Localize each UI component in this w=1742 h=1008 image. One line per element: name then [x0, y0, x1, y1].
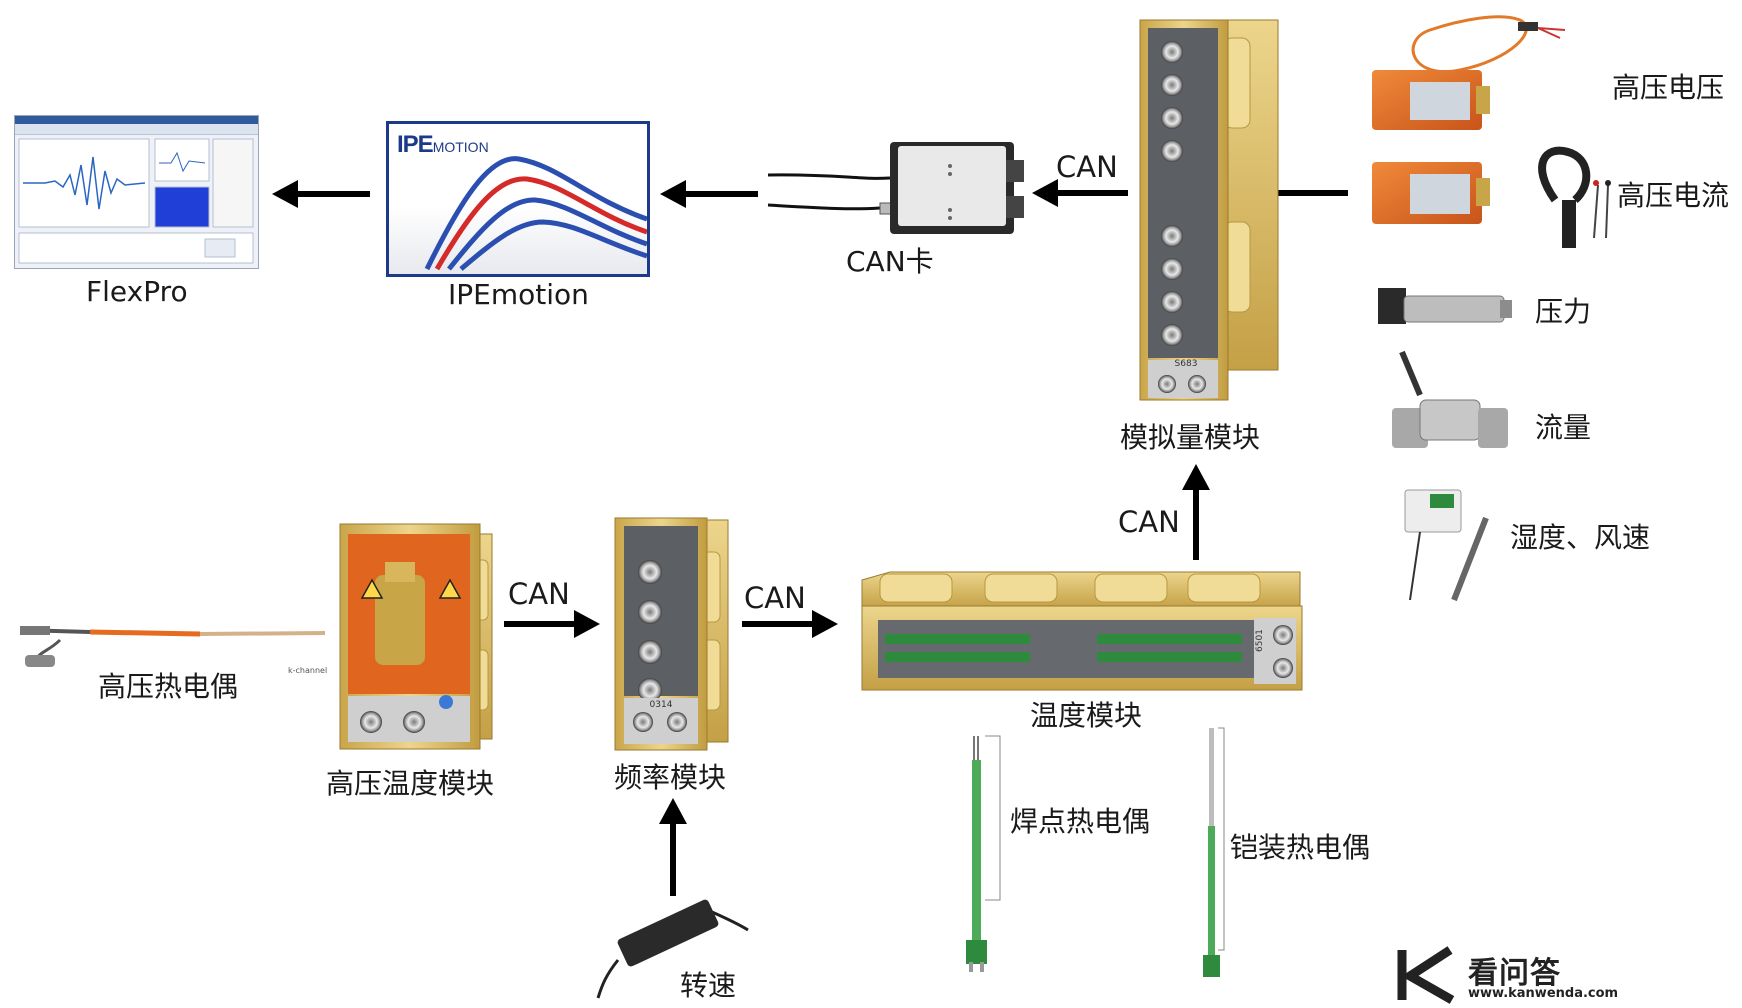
svg-text:k-channel: k-channel: [288, 666, 327, 675]
temperature-module-device: 6501: [861, 571, 1303, 691]
flexpro-waveform-preview: [18, 138, 254, 264]
ipemotion-logo-small: MOTION: [432, 139, 489, 155]
watermark-url: www.kanwenda.com: [1468, 986, 1619, 1001]
pressure-label: 压力: [1535, 295, 1592, 328]
arrow-speed-to-frequency: [659, 798, 687, 896]
arrow-frequency-to-temperature: [742, 610, 838, 638]
hv-voltage-label: 高压电压: [1612, 71, 1725, 104]
arrow-cancard-to-ipemotion: [660, 180, 758, 208]
watermark-logo: 看问答 www.kanwenda.com: [1394, 948, 1624, 1004]
pressure-sensor-device: [1378, 288, 1512, 324]
ipemotion-logo-curves: [424, 156, 647, 271]
frequency-code-label: 0314: [650, 700, 673, 710]
analog-code-label: S683: [1175, 359, 1198, 369]
speed-sensor-device: [596, 899, 749, 999]
humidity-wind-sensor-device: [1404, 489, 1489, 602]
speed-label: 转速: [680, 969, 737, 1002]
ipemotion-logo-big: IPE: [397, 131, 434, 158]
arrow-hvtemp-to-frequency: [504, 610, 600, 638]
can-card-label: CAN卡: [846, 245, 934, 278]
weld-thermocouple-label: 焊点热电偶: [1010, 805, 1151, 838]
armored-thermocouple-probe: [1203, 727, 1225, 977]
flexpro-screenshot: [14, 115, 259, 269]
analog-module-label: 模拟量模块: [1120, 421, 1261, 454]
watermark-logo-mark: [1397, 946, 1455, 1004]
frequency-module-label: 频率模块: [614, 761, 727, 794]
can-label-analog-to-card: CAN: [1056, 150, 1118, 184]
hv-current-label: 高压电流: [1617, 179, 1730, 212]
humidity-wind-label: 湿度、风速: [1510, 521, 1651, 554]
flow-sensor-device: [1392, 350, 1508, 448]
flow-label: 流量: [1535, 411, 1592, 444]
frequency-module-device: 0314: [614, 517, 729, 751]
ipemotion-label: IPEmotion: [448, 278, 589, 311]
weld-thermocouple-probe: [966, 735, 1001, 972]
hv-current-probe-device: [1372, 146, 1611, 248]
hv-voltage-probe-device: [1372, 15, 1566, 130]
watermark-name: 看问答: [1468, 956, 1561, 991]
arrow-temperature-to-analog: [1182, 464, 1210, 560]
hv-temperature-module-device: [339, 523, 493, 750]
arrow-ipemotion-to-flexpro: [272, 180, 370, 208]
armored-thermocouple-label: 铠装热电偶: [1230, 831, 1371, 864]
temperature-terminal-block-left: [885, 634, 1030, 662]
ipemotion-logo-text: IPEMOTION: [397, 131, 489, 159]
hv-thermocouple-cable: k-channel: [19, 626, 327, 675]
ipemotion-logo: IPEMOTION: [386, 121, 650, 277]
temperature-code-label: 6501: [1255, 629, 1265, 652]
temperature-terminal-block-right: [1097, 634, 1242, 662]
arrow-analog-to-cancard: [1032, 179, 1128, 207]
can-card-device: [767, 142, 1024, 234]
analog-module-device: S683: [1139, 19, 1279, 401]
hv-temperature-module-label: 高压温度模块: [326, 767, 495, 800]
temperature-module-label: 温度模块: [1030, 699, 1143, 732]
flexpro-label: FlexPro: [86, 275, 188, 308]
can-label-frequency-to-temperature: CAN: [744, 581, 806, 615]
analog-connectors: [1158, 41, 1206, 393]
can-label-hvtemp-to-frequency: CAN: [508, 577, 570, 611]
hv-thermocouple-label: 高压热电偶: [98, 670, 239, 703]
can-label-temperature-to-analog: CAN: [1118, 505, 1180, 539]
